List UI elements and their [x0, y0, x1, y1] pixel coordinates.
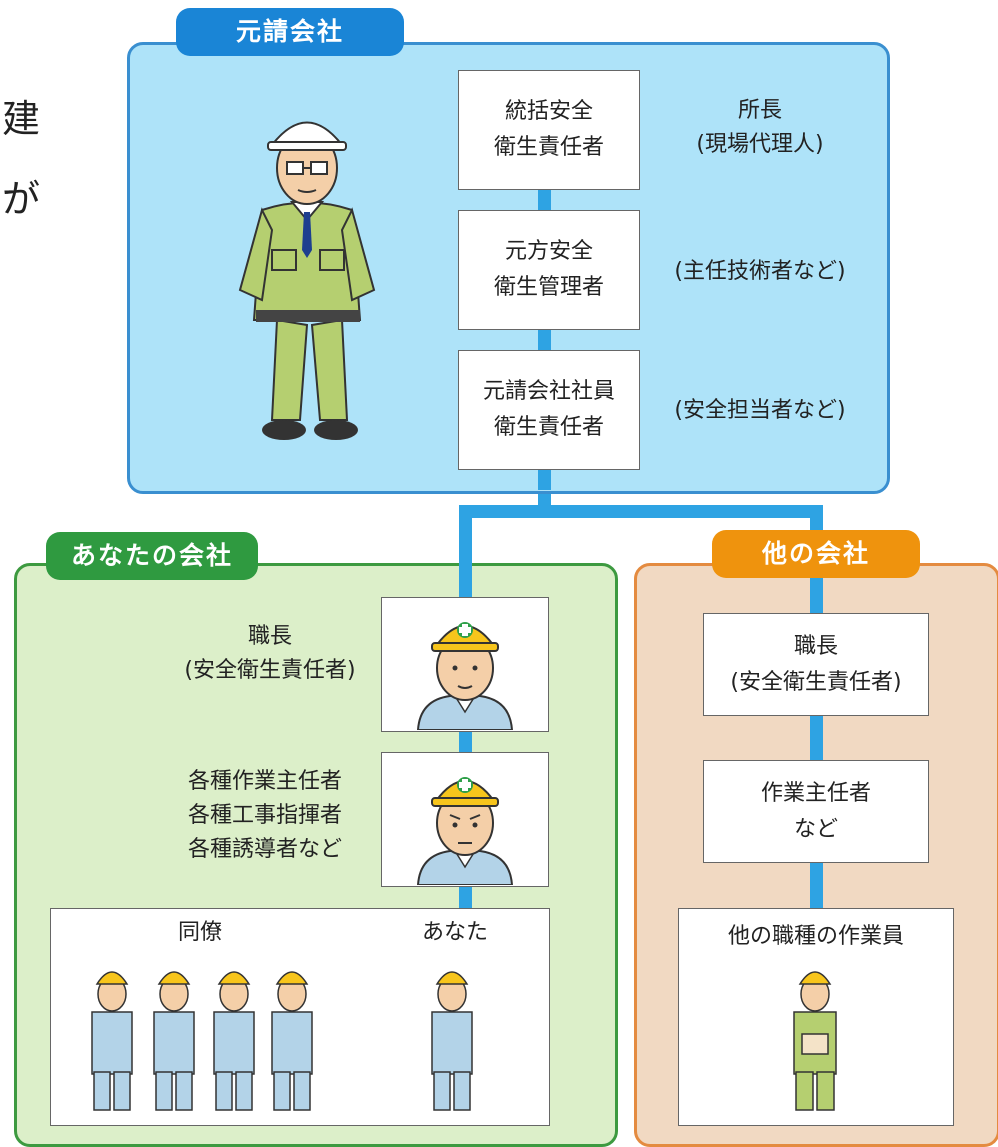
your-company-tab: あなたの会社	[46, 532, 258, 580]
role-box-prime-employee-manager: 元請会社社員 衛生責任者	[458, 350, 640, 470]
label-line: 各種誘導者など	[187, 837, 342, 862]
your-foreman-label: 職長 (安全衛生責任者)	[160, 620, 380, 688]
role-note-safety-officer: (安全担当者など)	[674, 398, 846, 423]
connector-horizontal	[459, 505, 823, 518]
role-line: 職長	[793, 633, 838, 659]
site-manager-illustration	[238, 121, 376, 440]
prime-contractor-tab: 元請会社	[176, 8, 404, 56]
you-label: あなた	[421, 920, 488, 945]
other-workers-label: 他の職種の作業員	[727, 924, 904, 949]
other-chief-box: 作業主任者 など	[703, 760, 929, 863]
your-chiefs-box	[381, 752, 549, 887]
note-line: 所長	[737, 98, 782, 123]
cutoff-text-1: 建	[2, 97, 41, 141]
colleague-worker-figure	[91, 971, 133, 1111]
role-line: 衛生管理者	[493, 275, 604, 300]
label-line: 各種作業主任者	[187, 769, 342, 794]
role-line: 衛生責任者	[493, 415, 604, 440]
colleagues-illustration	[91, 971, 313, 1111]
label-line: 職長	[247, 624, 292, 649]
role-note-chief-engineer: (主任技術者など)	[674, 259, 846, 284]
colleagues-label: 同僚	[177, 920, 222, 945]
foreman-illustration	[416, 621, 514, 730]
you-worker-illustration	[431, 971, 473, 1111]
colleague-worker-figure	[271, 971, 313, 1111]
role-box-general-safety-manager: 統括安全 衛生責任者	[458, 70, 640, 190]
role-line: 統括安全	[504, 99, 593, 124]
role-note-site-director: 所長 (現場代理人)	[660, 94, 860, 162]
colleague-worker-figure	[153, 971, 195, 1111]
role-box-principal-safety-manager: 元方安全 衛生管理者	[458, 210, 640, 330]
other-foreman-box: 職長 (安全衛生責任者)	[703, 613, 929, 716]
label-line: (安全衛生責任者)	[184, 658, 356, 683]
cutoff-text-2: が	[2, 177, 41, 221]
note-line: (現場代理人)	[696, 132, 824, 157]
other-company-tab: 他の会社	[712, 530, 920, 578]
work-chief-illustration	[416, 776, 514, 885]
your-foreman-box	[381, 597, 549, 732]
your-chiefs-label: 各種作業主任者 各種工事指揮者 各種誘導者など	[150, 765, 380, 867]
role-line: 元請会社社員	[482, 379, 615, 404]
colleague-worker-figure	[213, 971, 255, 1111]
role-line: 衛生責任者	[493, 135, 604, 160]
role-line: (安全衛生責任者)	[730, 669, 902, 695]
other-trade-worker-illustration	[793, 971, 837, 1111]
label-line: 各種工事指揮者	[187, 803, 342, 828]
role-line: 元方安全	[504, 239, 593, 264]
role-line: 作業主任者	[760, 780, 871, 806]
role-line: など	[793, 816, 838, 842]
